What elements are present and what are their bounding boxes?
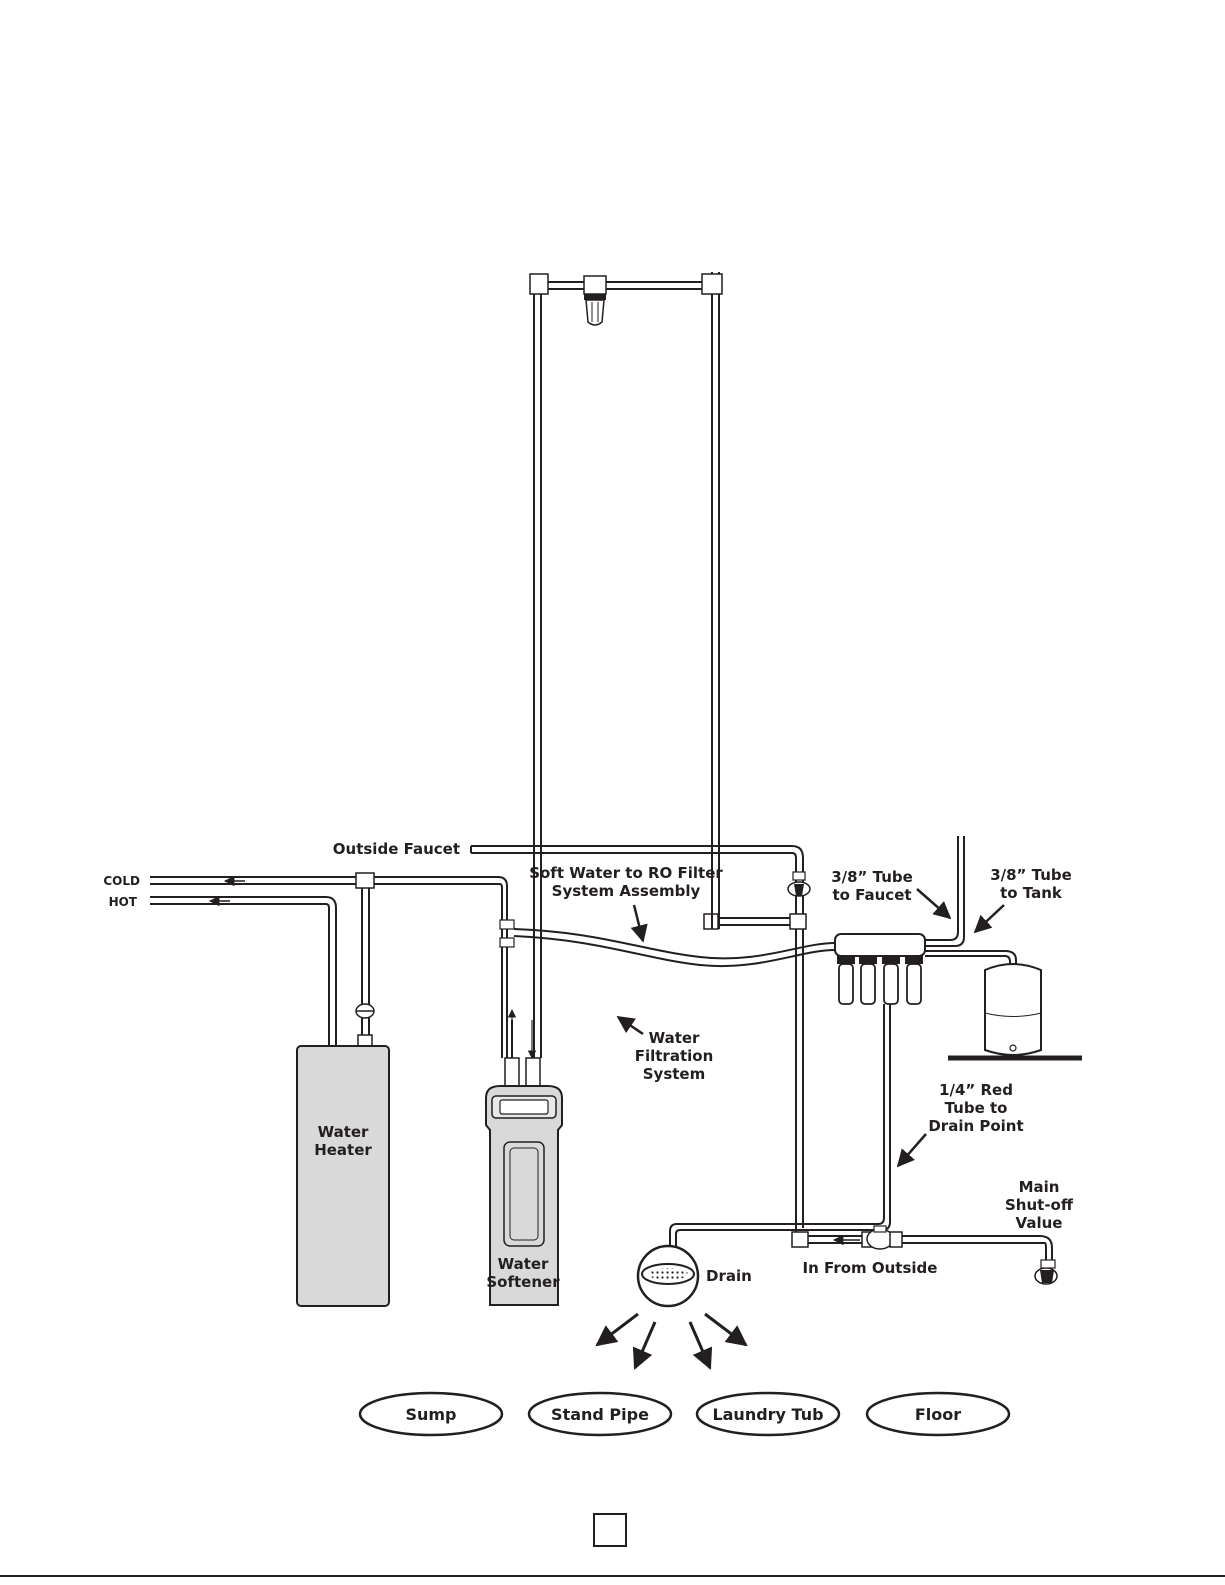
filtration-loop-real bbox=[527, 269, 709, 1020]
filtration-loop-visible bbox=[526, 287, 700, 1058]
drain-option-sump-label: Sump bbox=[405, 1405, 456, 1424]
water-filtration-housing bbox=[584, 276, 606, 325]
water-heater-label-2: Heater bbox=[314, 1141, 372, 1159]
filter-line-visible bbox=[525, 280, 700, 1020]
filtration-label-1: Water bbox=[649, 1029, 700, 1047]
red-drain-tube bbox=[670, 1004, 890, 1266]
water-filtration-pipe bbox=[527, 274, 710, 1058]
hot-water-line bbox=[150, 897, 336, 1046]
tube-tank-label-1: 3/8” Tube bbox=[990, 866, 1072, 884]
filtration-feed-visible bbox=[531, 287, 700, 1058]
cold-label: COLD bbox=[103, 874, 140, 888]
shutoff-label-3: Value bbox=[1016, 1214, 1063, 1232]
filtration-loop bbox=[527, 271, 710, 1020]
footer-rule bbox=[0, 1575, 1225, 1577]
filter-housing-line bbox=[527, 275, 707, 1058]
filter-loop-stroke bbox=[531, 281, 701, 1020]
drain-option-floor: Floor bbox=[867, 1393, 1009, 1435]
heater-cold-inlet bbox=[356, 873, 374, 1047]
filter-housing-pipe bbox=[533, 271, 712, 1020]
drain-option-stand-pipe-label: Stand Pipe bbox=[551, 1405, 649, 1424]
red-tube-label-2: Tube to bbox=[945, 1099, 1008, 1117]
water-heater-tank bbox=[297, 1046, 389, 1306]
filtration-label-3: System bbox=[643, 1065, 705, 1083]
filtration-pipe-final bbox=[527, 279, 700, 1020]
tube-faucet-label-2: to Faucet bbox=[832, 886, 911, 904]
outside-faucet-label: Outside Faucet bbox=[333, 840, 460, 858]
filtration-loop-image bbox=[526, 281, 702, 1020]
shutoff-label-1: Main bbox=[1019, 1178, 1060, 1196]
drain-option-stand-pipe: Stand Pipe bbox=[529, 1393, 671, 1435]
red-tube-label-3: Drain Point bbox=[928, 1117, 1023, 1135]
filter-supply bbox=[529, 273, 709, 1020]
shutoff-label-2: Shut-off bbox=[1005, 1196, 1074, 1214]
filter-feed-final bbox=[526, 268, 713, 1020]
soft-water-label-2: System Assembly bbox=[552, 882, 701, 900]
filter-loop-main bbox=[527, 283, 702, 1020]
ro-filter-assembly bbox=[835, 934, 925, 1004]
page-number-box bbox=[593, 1513, 627, 1547]
drain-option-floor-label: Floor bbox=[915, 1405, 961, 1424]
filter-pipe-drawn bbox=[527, 280, 700, 1020]
drain-option-laundry-tub: Laundry Tub bbox=[697, 1393, 839, 1435]
water-softener-label-2: Softener bbox=[486, 1273, 560, 1291]
hot-label: HOT bbox=[109, 895, 138, 909]
drain-arrows bbox=[597, 1314, 746, 1368]
filter-loop-real bbox=[527, 279, 700, 1020]
filter-loop-drawn bbox=[526, 272, 710, 1058]
filter-pipe bbox=[527, 278, 700, 1020]
in-from-outside-label: In From Outside bbox=[803, 1259, 938, 1277]
filtration-label-2: Filtration bbox=[635, 1047, 714, 1065]
filtration-horizontal-run bbox=[534, 283, 700, 1020]
soft-water-label-1: Soft Water to RO Filter bbox=[529, 864, 723, 882]
drain-icon bbox=[638, 1246, 698, 1306]
drain-option-sump: Sump bbox=[360, 1393, 502, 1435]
drain-label: Drain bbox=[706, 1267, 752, 1285]
ro-storage-tank bbox=[948, 964, 1082, 1058]
filter-pipe-run bbox=[527, 290, 532, 1058]
red-tube-label-1: 1/4” Red bbox=[939, 1081, 1013, 1099]
filtration-strokes bbox=[527, 272, 710, 1020]
filtration-run bbox=[536, 271, 709, 1020]
tube-tank-label-2: to Tank bbox=[1000, 884, 1063, 902]
soft-water-ro-line bbox=[500, 920, 835, 966]
tube-faucet-label-1: 3/8” Tube bbox=[831, 868, 913, 886]
drain-option-laundry-tub-label: Laundry Tub bbox=[712, 1405, 823, 1424]
water-heater-label-1: Water bbox=[318, 1123, 369, 1141]
water-softener-label-1: Water bbox=[498, 1255, 549, 1273]
